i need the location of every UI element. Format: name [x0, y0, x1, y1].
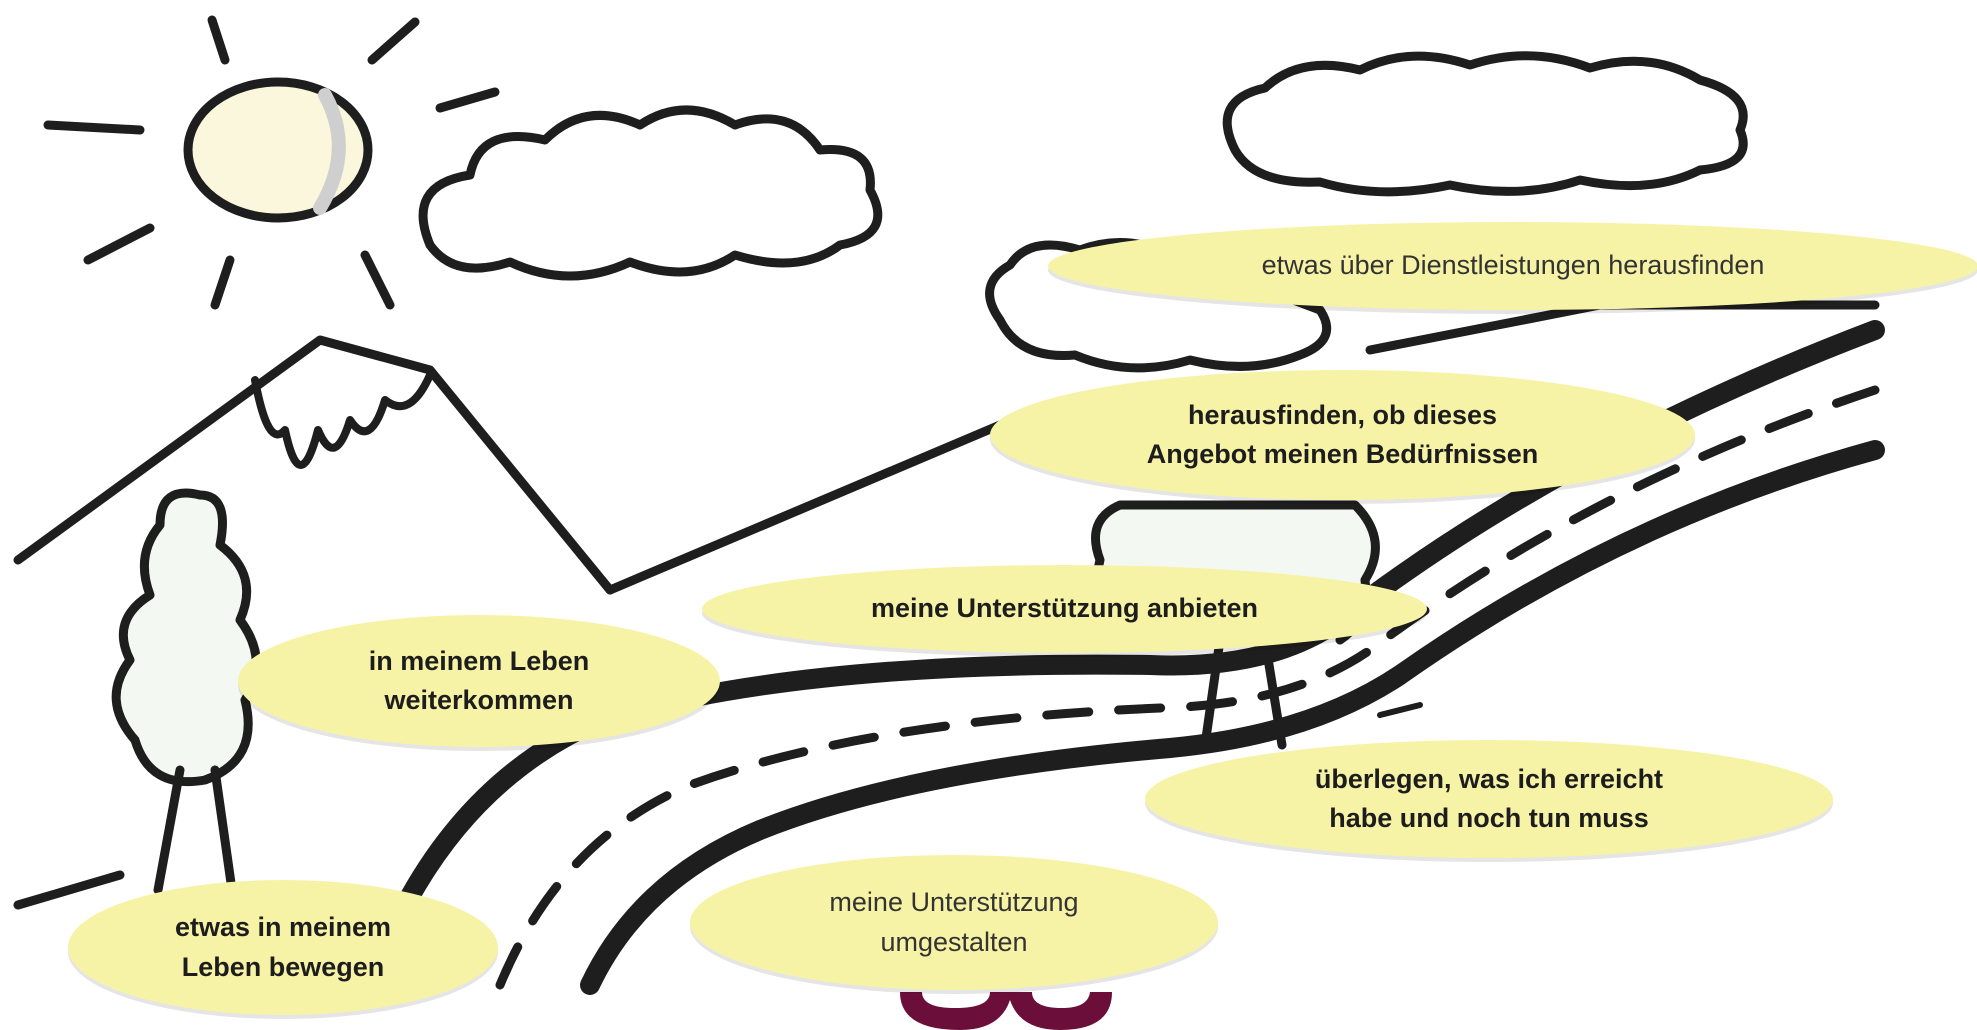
snow-cap — [251, 371, 434, 469]
step-reshape-support: meine Unterstützung umgestalten — [690, 855, 1218, 990]
tree-icon — [111, 488, 261, 895]
sun-icon — [43, 15, 510, 310]
step-make-change: etwas in meinem Leben bewegen — [68, 880, 498, 1015]
step-move-forward: in meinem Leben weiterkommen — [238, 615, 720, 747]
step-check-offer-needs: herausfinden, ob dieses Angebot meinen B… — [990, 370, 1695, 500]
step-learn-about-services: etwas über Dienstleistungen herausfinden — [1048, 222, 1977, 310]
logo-mark — [900, 992, 1112, 1030]
cloud-icon — [418, 105, 883, 281]
step-reflect-progress: überlegen, was ich erreicht habe und noc… — [1145, 740, 1833, 858]
mountain-icon — [13, 335, 615, 595]
step-offer-support: meine Unterstützung anbieten — [702, 565, 1427, 653]
cloud-icon — [1222, 51, 1748, 197]
